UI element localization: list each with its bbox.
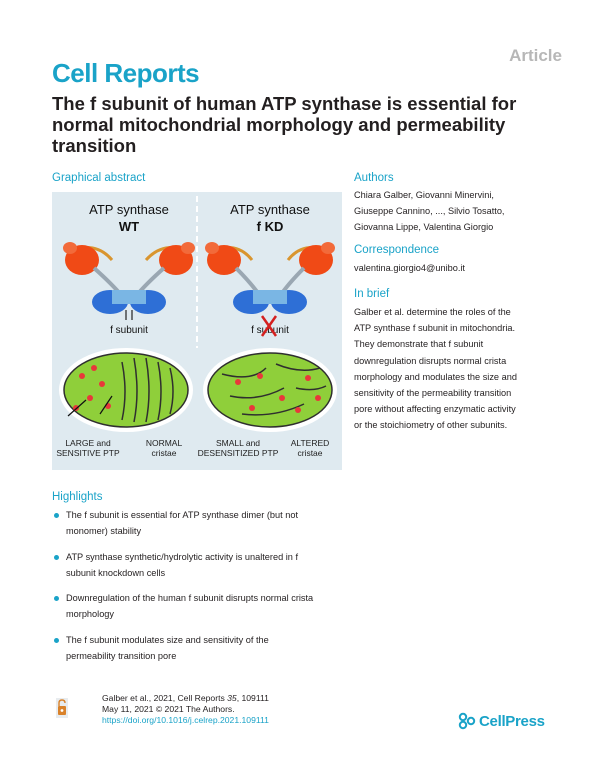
highlight-item: The f subunit modulates size and sensiti… — [52, 632, 352, 664]
citation: Galber et al., 2021, Cell Reports 35, 10… — [102, 693, 269, 726]
highlight-line: Downregulation of the human f subunit di… — [66, 593, 314, 603]
in-brief-line: They demonstrate that f subunit — [354, 339, 484, 350]
graphical-abstract-heading: Graphical abstract — [52, 172, 146, 184]
in-brief-line: ATP synthase f subunit in mitochondria. — [354, 323, 516, 334]
fkd-ptp-caption-line1: SMALL and — [216, 438, 260, 448]
bullet-icon — [54, 596, 59, 601]
fkd-f-subunit-label: f subunit — [251, 325, 289, 336]
citation-volume: 35 — [227, 693, 237, 703]
in-brief-heading: In brief — [354, 288, 390, 300]
date-line: May 11, 2021 © 2021 The Authors. — [102, 704, 235, 714]
citation-prefix: Galber et al., 2021, Cell Reports — [102, 693, 228, 703]
wt-ptp-caption-line2: SENSITIVE PTP — [56, 448, 120, 458]
authors-list: Chiara Galber, Giovanni Minervini, Giuse… — [354, 187, 554, 236]
open-access-icon — [56, 698, 68, 718]
highlight-line: The f subunit is essential for ATP synth… — [66, 510, 299, 520]
wt-f-subunit-label: f subunit — [110, 325, 148, 336]
fkd-cristae-caption-line2: cristae — [297, 448, 322, 458]
fkd-cristae-caption-line1: ALTERED — [291, 438, 330, 448]
highlight-line: permeability transition pore — [66, 650, 177, 661]
cellpress-logo-icon — [458, 712, 476, 730]
highlight-line: morphology — [66, 609, 115, 619]
authors-line[interactable]: Chiara Galber, Giovanni Minervini, — [354, 190, 494, 200]
cellpress-wordmark: CellPress — [479, 712, 545, 730]
fkd-panel: ATP synthase f KD f subunit — [205, 202, 335, 337]
article-tag: Article — [509, 46, 562, 65]
in-brief-line: or the stoichiometry of other subunits. — [354, 420, 508, 431]
wt-cristae-caption-line1: NORMAL — [146, 438, 183, 448]
highlight-item: The f subunit is essential for ATP synth… — [52, 507, 352, 539]
correspondence-heading: Correspondence — [354, 244, 440, 256]
wt-ptp-caption-line1: LARGE and — [65, 438, 111, 448]
in-brief-line: downregulation disrupts normal crista — [354, 355, 507, 366]
bullet-icon — [54, 637, 59, 643]
authors-line[interactable]: Giuseppe Cannino, ..., Silvio Tosatto, — [354, 206, 505, 217]
fkd-subtitle: f KD — [257, 219, 284, 234]
bullet-icon — [54, 513, 59, 518]
fkd-mitochondrion-icon — [203, 348, 337, 432]
highlights-list: The f subunit is essential for ATP synth… — [52, 507, 352, 673]
correspondence-email[interactable]: valentina.giorgio4@unibo.it — [354, 263, 465, 273]
cellpress-logo[interactable]: CellPress — [458, 712, 545, 730]
fkd-ptp-caption-line2: DESENSITIZED PTP — [198, 448, 279, 458]
wt-panel: ATP synthase WT f subunit — [63, 202, 195, 336]
graphical-abstract: ATP synthase WT f subunit ATP synt — [52, 192, 342, 470]
wt-cristae-caption-line2: cristae — [151, 448, 176, 458]
highlights-heading: Highlights — [52, 491, 103, 503]
highlight-line: subunit knockdown cells — [66, 567, 166, 578]
authors-heading: Authors — [354, 172, 394, 184]
in-brief-line: pore without affecting enzymatic activit… — [354, 404, 516, 415]
highlight-line: ATP synthase synthetic/hydrolytic activi… — [66, 551, 299, 562]
wt-title: ATP synthase — [89, 202, 169, 217]
highlight-line: The f subunit modulates size and sensiti… — [66, 634, 269, 645]
journal-name[interactable]: Cell Reports — [52, 58, 200, 88]
bullet-icon — [54, 554, 59, 560]
wt-mitochondrion-icon — [59, 348, 193, 432]
in-brief-line: morphology and modulates the size and — [354, 371, 517, 382]
in-brief-text: Galber et al. determine the roles of the… — [354, 304, 554, 434]
wt-atp-synthase-dimer-icon — [63, 242, 195, 320]
doi-link[interactable]: https://doi.org/10.1016/j.celrep.2021.10… — [102, 715, 269, 725]
highlight-item: Downregulation of the human f subunit di… — [52, 590, 352, 622]
authors-line[interactable]: Giovanna Lippe, Valentina Giorgio — [354, 222, 494, 233]
article-title: The f subunit of human ATP synthase is e… — [52, 93, 517, 156]
highlight-item: ATP synthase synthetic/hydrolytic activi… — [52, 549, 352, 581]
wt-subtitle: WT — [119, 219, 139, 234]
knockdown-cross-icon — [260, 315, 278, 337]
highlight-line: monomer) stability — [66, 526, 142, 536]
citation-line: Galber et al., 2021, Cell Reports 35, 10… — [102, 693, 269, 704]
in-brief-line: Galber et al. determine the roles of the — [354, 307, 511, 317]
fkd-title: ATP synthase — [230, 202, 310, 217]
in-brief-line: sensitivity of the permeability transiti… — [354, 388, 512, 399]
citation-suffix: , 109111 — [236, 693, 269, 703]
fkd-atp-synthase-dimer-icon — [205, 242, 335, 314]
